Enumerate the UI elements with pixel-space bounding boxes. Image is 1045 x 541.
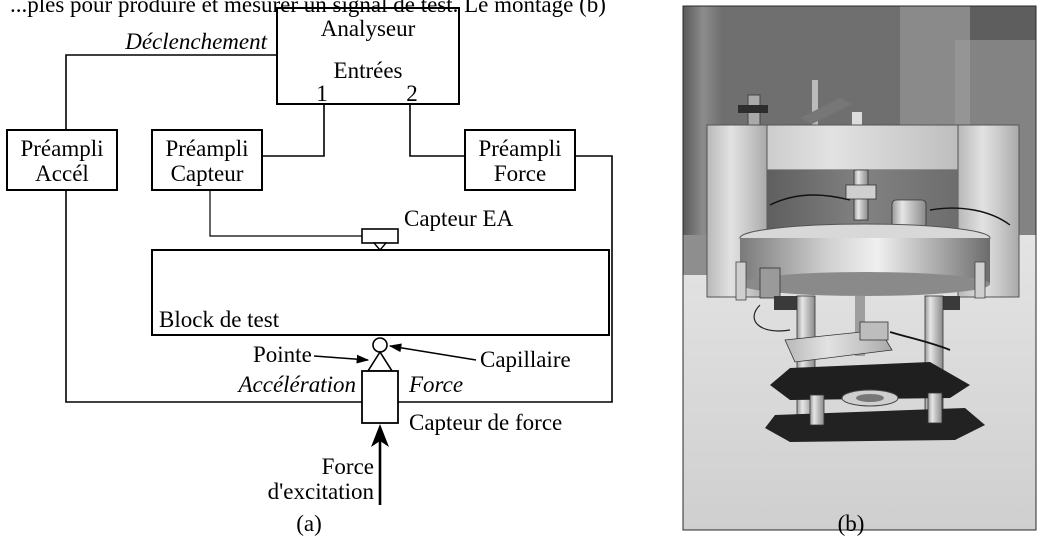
- excitation-arrowhead: [371, 424, 389, 447]
- block-label: Block de test: [159, 307, 280, 332]
- preamp-accel-line1: Préampli: [20, 136, 103, 161]
- caption-a: (a): [296, 511, 322, 536]
- capteur-ea-tip: [372, 242, 388, 252]
- input-1-label: 1: [316, 81, 328, 106]
- capteur-force-label: Capteur de force: [409, 410, 562, 435]
- input-2-label: 2: [406, 81, 418, 106]
- preamp-force-line1: Préampli: [478, 136, 561, 161]
- preamp-capteur-line1: Préampli: [165, 136, 248, 161]
- sensor-wire: [209, 190, 362, 237]
- analyseur-title: Analyseur: [321, 16, 416, 41]
- force-sensor-box: [361, 370, 399, 424]
- preamp-force-line2: Force: [494, 161, 546, 186]
- caption-b: (b): [838, 511, 865, 536]
- force-wire: [398, 155, 613, 403]
- pointe-label: Pointe: [253, 342, 312, 367]
- capteur-ea-label: Capteur EA: [404, 206, 514, 231]
- analyseur-box: [276, 7, 460, 105]
- capteur-ea-sensor: [361, 228, 399, 244]
- trigger-line: [65, 54, 277, 130]
- excitation-line1: Force: [322, 454, 374, 479]
- capillaire-label: Capillaire: [480, 347, 571, 372]
- input-2-wire: [409, 104, 465, 157]
- tip-cone: [366, 350, 394, 372]
- input-1-wire: [262, 104, 325, 157]
- analyseur-inputs-label: Entrées: [334, 58, 403, 83]
- acceleration-label: Accélération: [236, 372, 356, 397]
- capillary-circle: [372, 337, 388, 353]
- preamp-capteur-box: [151, 129, 263, 191]
- declenchement-label: Déclenchement: [124, 29, 267, 54]
- test-block: [151, 249, 610, 336]
- preamp-capteur-line2: Capteur: [171, 161, 244, 186]
- excitation-line2: d'excitation: [268, 479, 375, 504]
- preamp-accel-line2: Accél: [35, 161, 89, 186]
- pointe-arrow: [313, 354, 370, 364]
- schematic-diagram: ...ples pour produire et mesurer un sign…: [6, 0, 613, 536]
- preamp-force-box: [464, 129, 576, 191]
- preamp-accel-box: [6, 129, 118, 191]
- apparatus-photo: [682, 5, 1037, 531]
- accel-wire: [65, 190, 362, 403]
- capillaire-arrow: [388, 343, 477, 361]
- force-label: Force: [408, 372, 463, 397]
